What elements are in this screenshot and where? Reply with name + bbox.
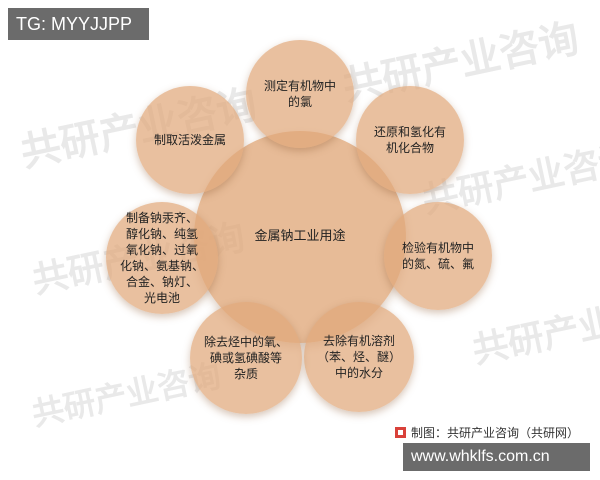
tg-badge: TG: MYYJJPP [8, 8, 149, 40]
node-chlorine-determination: 测定有机物中 的氯 [246, 40, 354, 148]
node-detection-n-s-f: 检验有机物中 的氮、硫、氟 [384, 202, 492, 310]
node-label: 制备钠汞齐、 醇化钠、纯氢 氧化钠、过氧 化钠、氨基钠、 合金、钠灯、 光电池 [119, 211, 204, 305]
source-caption: 制图：共研产业咨询（共研网） [395, 424, 579, 441]
node-label: 除去烃中的氧、 碘或氢碘酸等 杂质 [203, 335, 288, 381]
node-active-metals: 制取活泼金属 [136, 86, 244, 194]
node-label: 去除有机溶剂 （苯、烃、醚） 中的水分 [316, 334, 401, 380]
node-label: 制取活泼金属 [153, 133, 226, 147]
node-label: 检验有机物中 的氮、硫、氟 [401, 241, 474, 271]
source-logo-icon [395, 427, 406, 438]
node-impurity-removal: 除去烃中的氧、 碘或氢碘酸等 杂质 [190, 302, 302, 414]
node-preparation: 制备钠汞齐、 醇化钠、纯氢 氧化钠、过氧 化钠、氨基钠、 合金、钠灯、 光电池 [106, 202, 218, 314]
node-solvent-drying: 去除有机溶剂 （苯、烃、醚） 中的水分 [304, 302, 414, 412]
node-label: 还原和氢化有 机化合物 [373, 125, 446, 155]
source-text: 制图：共研产业咨询（共研网） [411, 426, 580, 440]
watermark: 共研产业咨询 [468, 286, 600, 372]
node-reduction-hydrogenation: 还原和氢化有 机化合物 [356, 86, 464, 194]
watermark: 共研产业咨询 [338, 15, 583, 111]
url-badge: www.whklfs.com.cn [403, 443, 590, 471]
node-label: 测定有机物中 的氯 [263, 79, 336, 109]
center-node-label: 金属钠工业用途 [254, 229, 346, 244]
